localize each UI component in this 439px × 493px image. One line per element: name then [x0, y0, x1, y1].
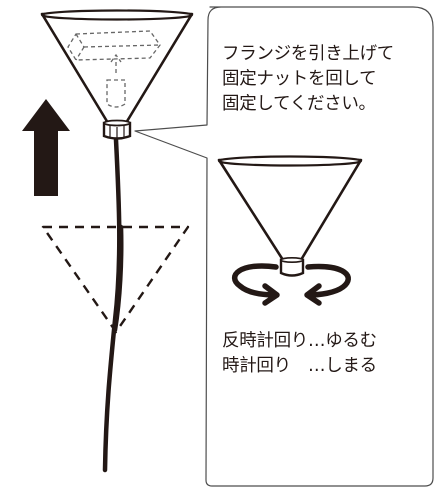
rotation-arrows-icon	[232, 263, 351, 306]
instruction-line: 固定してください。	[222, 94, 376, 114]
thick-up-arrow-icon	[22, 99, 70, 196]
previous-position-outline	[41, 225, 190, 334]
instruction-line: 固定ナットを回して	[222, 69, 377, 89]
main-funnel	[40, 9, 194, 140]
small-funnel	[217, 155, 363, 277]
rotation-legend-line: 時計回り …しまる	[222, 356, 377, 376]
instruction-line: フランジを引き上げて	[222, 44, 394, 64]
rotation-legend-line: 反時計回り…ゆるむ	[222, 331, 377, 351]
